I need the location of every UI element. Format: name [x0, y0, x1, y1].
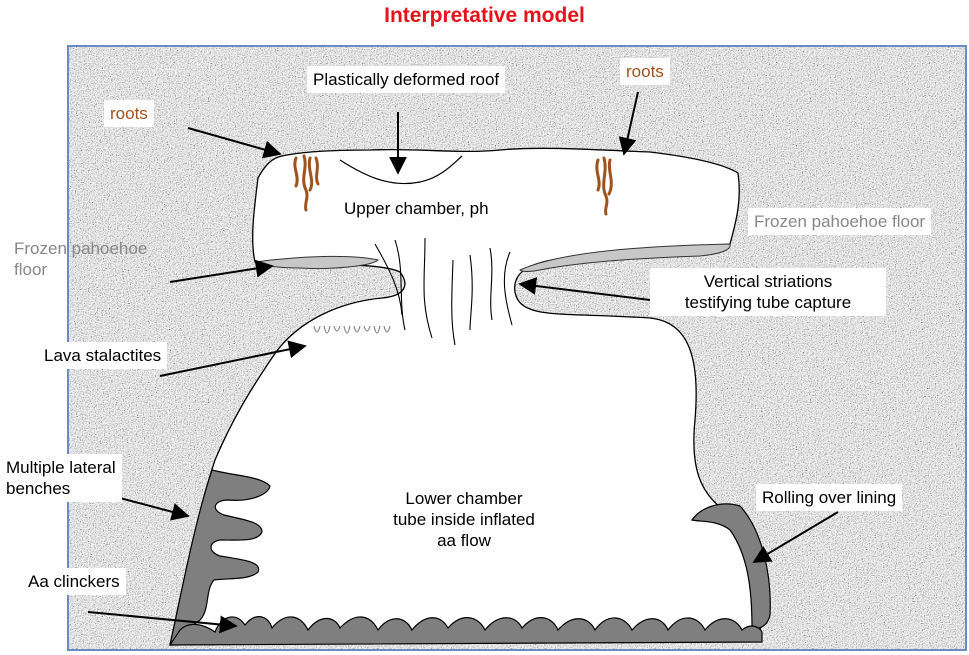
annotation-arrows — [87, 91, 839, 634]
label-lateral-benches: Multiple lateral benches — [0, 454, 122, 502]
label-rolling-over-lining: Rolling over lining — [756, 484, 903, 511]
label-frozen-floor-left-line2: floor — [14, 260, 48, 279]
label-roots-right: roots — [620, 58, 670, 85]
label-upper-chamber: Upper chamber, ph — [344, 199, 489, 218]
tube-cavity — [169, 147, 765, 646]
diagram-title: Interpretative model — [384, 4, 585, 27]
label-lower-line3: aa flow — [437, 531, 491, 550]
label-plastic-roof: Plastically deformed roof — [307, 66, 506, 93]
label-lower-chamber: Lower chamber tube inside inflated aa fl… — [366, 488, 562, 551]
plastic-roof-sag — [339, 155, 463, 185]
aa-clinckers — [168, 616, 763, 646]
label-vertical-line1: Vertical striations — [703, 272, 833, 291]
label-lower-line1: Lower chamber — [405, 489, 523, 508]
label-frozen-floor-right: Frozen pahoehoe floor — [748, 208, 932, 235]
label-benches-line2: benches — [6, 479, 71, 498]
label-roots-left: roots — [104, 100, 154, 127]
roots-icon — [293, 154, 613, 216]
label-frozen-floor-left-line1: Frozen pahoehoe — [14, 239, 148, 258]
label-benches-line1: Multiple lateral — [6, 458, 116, 477]
label-vertical-striations: Vertical striations testifying tube capt… — [650, 268, 886, 316]
lava-stalactites — [313, 325, 391, 334]
label-frozen-floor-left: Frozen pahoehoe floor — [14, 238, 147, 280]
label-vertical-line2: testifying tube capture — [684, 293, 852, 312]
vertical-striations — [374, 237, 513, 346]
rolling-over-lining — [691, 503, 771, 630]
frozen-floor-right — [519, 243, 731, 272]
label-stalactites: Lava stalactites — [38, 342, 168, 369]
frozen-floor-left — [253, 255, 380, 269]
label-aa-clinckers: Aa clinckers — [22, 568, 126, 595]
label-lower-line2: tube inside inflated — [393, 510, 535, 529]
